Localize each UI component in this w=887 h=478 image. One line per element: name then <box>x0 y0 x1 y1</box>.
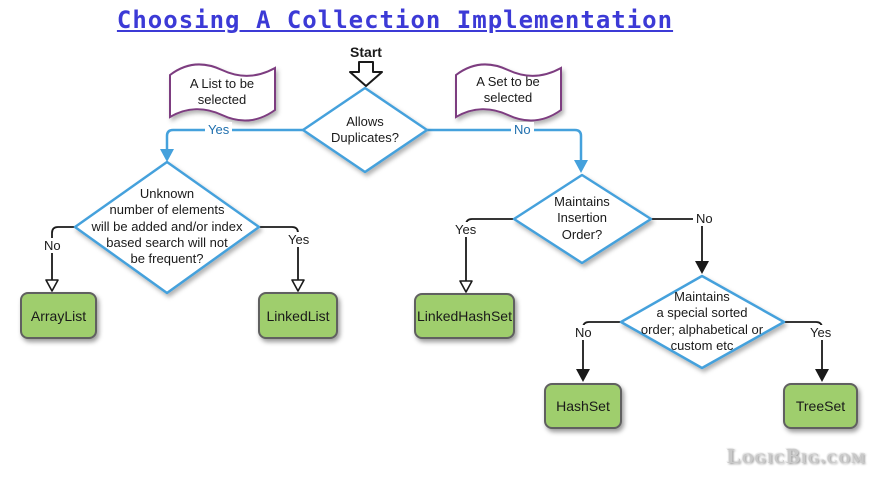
note-set-label: A Set to be selected <box>476 74 540 106</box>
result-arraylist: ArrayList <box>20 292 97 339</box>
decision-allows-duplicates-label: Allows Duplicates? <box>331 114 399 146</box>
decision-maintains-insertion-label: Maintains Insertion Order? <box>554 194 610 242</box>
edge-unknown-no-arrowhead <box>45 279 59 292</box>
edge-sorted-yes-arrowhead <box>815 369 829 382</box>
result-treeset: TreeSet <box>783 383 858 429</box>
edge-label-insertion-yes: Yes <box>452 222 480 237</box>
edge-label-sorted-yes: Yes <box>807 325 835 340</box>
edge-label-unknown-yes: Yes <box>285 232 313 247</box>
note-list-label: A List to be selected <box>189 76 255 108</box>
edge-sorted-no-arrowhead <box>576 369 590 382</box>
edge-insertion-yes-arrowhead <box>459 280 473 293</box>
decision-maintains-insertion-shape <box>512 173 653 265</box>
result-hashset: HashSet <box>544 383 622 429</box>
edge-label-duplicates-yes: Yes <box>205 122 233 137</box>
result-linkedhashset: LinkedHashSet <box>414 293 515 339</box>
edge-label-unknown-no: No <box>41 238 64 253</box>
decision-maintains-sorted-shape <box>619 274 786 370</box>
decision-unknown-elements-shape <box>73 160 261 295</box>
edge-duplicates-no-arrowhead <box>574 160 588 173</box>
note-list-shape <box>169 63 276 122</box>
edge-label-duplicates-no: No <box>511 122 534 137</box>
result-linkedlist: LinkedList <box>258 292 338 339</box>
start-block-arrow-icon <box>349 61 383 87</box>
edge-insertion-no-arrowhead <box>695 261 709 274</box>
decision-allows-duplicates-shape <box>301 86 429 174</box>
edge-duplicates-yes-arrowhead <box>160 149 174 162</box>
edge-unknown-yes-arrowhead <box>291 279 305 292</box>
logicbig-watermark: LogicBig.com <box>727 444 867 468</box>
edge-duplicates-no <box>427 128 583 160</box>
diagram-title: Choosing A Collection Implementation <box>116 6 674 34</box>
edge-unknown-no <box>51 226 75 280</box>
edge-label-insertion-no: No <box>693 211 716 226</box>
decision-maintains-sorted-label: Maintains a special sorted order; alphab… <box>640 289 764 353</box>
decision-unknown-elements-label: Unknown number of elements will be added… <box>91 186 243 266</box>
start-label: Start <box>350 44 382 60</box>
edge-duplicates-yes <box>165 128 303 150</box>
note-set-shape <box>455 63 562 122</box>
edge-label-sorted-no: No <box>572 325 595 340</box>
